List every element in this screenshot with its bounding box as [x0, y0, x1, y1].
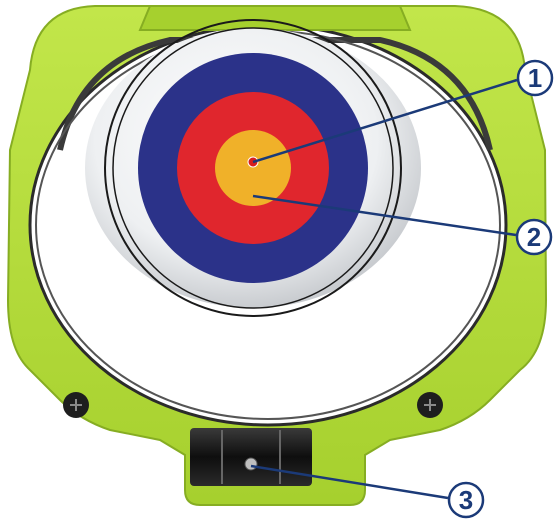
- screw-icon: [63, 392, 89, 418]
- callout-1: 1: [518, 61, 552, 95]
- bubble-level-icon: [245, 458, 257, 470]
- callout-number: 1: [528, 63, 542, 93]
- target-ring-gold: [215, 130, 291, 206]
- screw-icon: [417, 392, 443, 418]
- callout-2: 2: [517, 220, 551, 254]
- callout-number: 3: [459, 485, 473, 515]
- callout-3: 3: [449, 483, 483, 517]
- callout-number: 2: [527, 222, 541, 252]
- bubble-level: [190, 428, 312, 486]
